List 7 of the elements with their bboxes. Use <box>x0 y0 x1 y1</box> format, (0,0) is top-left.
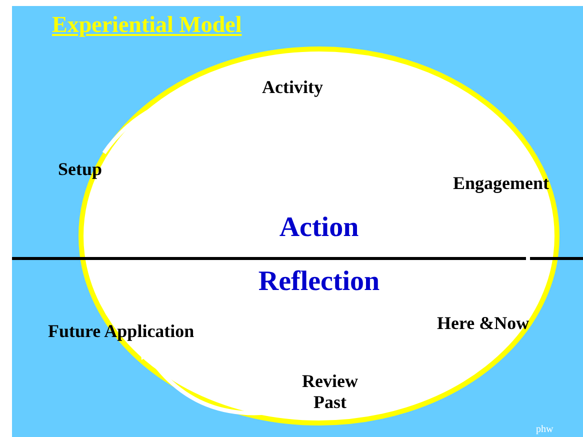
stage-label: Review Past <box>290 371 370 413</box>
action-heading: Action <box>278 212 360 244</box>
title: Experiential Model <box>52 12 242 38</box>
reflection-heading: Reflection <box>257 266 381 298</box>
author-initials: phw <box>536 424 554 435</box>
stage-label: Activity <box>262 77 323 98</box>
stage-label: Here &Now <box>437 313 530 334</box>
